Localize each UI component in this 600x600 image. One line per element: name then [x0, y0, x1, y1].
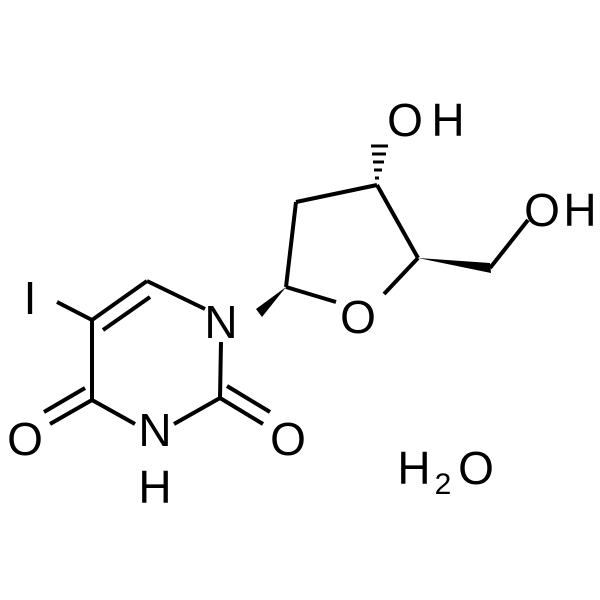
atom-o2: O: [270, 413, 306, 465]
bond-c6-n1: [146, 279, 206, 311]
bond-c2-o2-double: [225, 384, 272, 414]
atom-oh3-hydrogen: H: [431, 94, 464, 146]
water-oxygen: O: [458, 442, 494, 494]
bond-c2prime-c3prime: [295, 183, 378, 204]
atom-n1: N: [204, 296, 237, 348]
water-hydrogen: H: [397, 442, 430, 494]
bond-c4prime-oring: [382, 256, 420, 296]
bond-n1-c2: [218, 341, 223, 399]
water-subscript: 2: [435, 468, 452, 501]
bond-n3-c4: [91, 398, 136, 426]
atom-o-ring: O: [340, 291, 376, 343]
bond-oring-c1prime: [285, 285, 337, 304]
bond-c1prime-c2prime: [284, 201, 298, 288]
bond-c5-c6: [90, 279, 149, 322]
bond-c2-o2: [218, 396, 265, 426]
bond-c5prime-oh5: [488, 218, 530, 270]
bond-c2-n3: [173, 396, 221, 426]
atom-oh3-oxygen: O: [387, 94, 423, 146]
bond-c3prime-c4prime: [375, 184, 420, 259]
atom-o4: O: [7, 413, 43, 465]
hash-c3prime-oh: [371, 144, 388, 180]
bond-c4-o4-double: [42, 386, 87, 414]
bond-c5-c6-double: [101, 295, 152, 332]
atom-n3: N: [138, 404, 171, 456]
bond-c5-iodine: [56, 300, 93, 322]
wedge-c4prime-c5prime: [418, 258, 491, 273]
atom-n3-hydrogen: H: [138, 461, 171, 513]
bond-c4-o4: [49, 398, 93, 426]
atom-oh5-oxygen: O: [524, 184, 560, 236]
wedge-n1-c1prime: [256, 287, 286, 317]
atom-oh5-hydrogen: H: [563, 184, 596, 236]
atom-iodine: I: [24, 272, 37, 324]
